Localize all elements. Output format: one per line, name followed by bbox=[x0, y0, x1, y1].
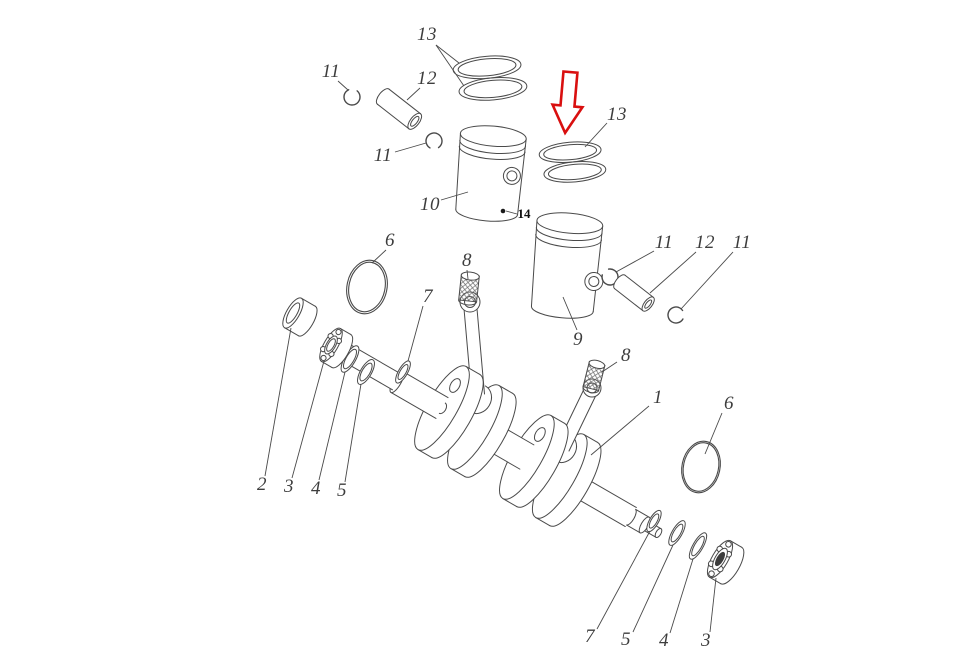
circlip-far-right bbox=[667, 306, 685, 324]
circlip-top-left bbox=[343, 88, 361, 106]
piston-9 bbox=[530, 212, 604, 319]
seal-ring-left bbox=[357, 359, 375, 385]
needle-bearing-left bbox=[458, 271, 480, 306]
circlip-mid-right bbox=[601, 268, 619, 286]
crankshaft-right-end bbox=[531, 433, 663, 539]
ball-bearing-left bbox=[319, 327, 354, 369]
circlip-mid-left bbox=[425, 132, 443, 150]
ball-bearing-right bbox=[706, 539, 745, 585]
leader-lines bbox=[264, 44, 734, 634]
thrust-washer-left bbox=[395, 360, 411, 384]
snap-ring-left bbox=[346, 259, 388, 315]
thrust-washer-right bbox=[646, 509, 662, 533]
needle-bearing-right bbox=[582, 359, 606, 394]
piston-rings-top bbox=[452, 55, 528, 101]
seal-ring-right bbox=[668, 520, 686, 546]
snap-ring-right bbox=[681, 440, 721, 494]
piston-10 bbox=[455, 125, 527, 222]
highlight-arrow bbox=[550, 70, 585, 136]
race-ring-left bbox=[340, 345, 360, 373]
bushing bbox=[282, 297, 318, 337]
piston-pin-right bbox=[613, 274, 655, 312]
piston-pin-left bbox=[375, 88, 423, 130]
piston-rings-middle bbox=[538, 141, 607, 183]
race-ring-right bbox=[688, 532, 708, 560]
